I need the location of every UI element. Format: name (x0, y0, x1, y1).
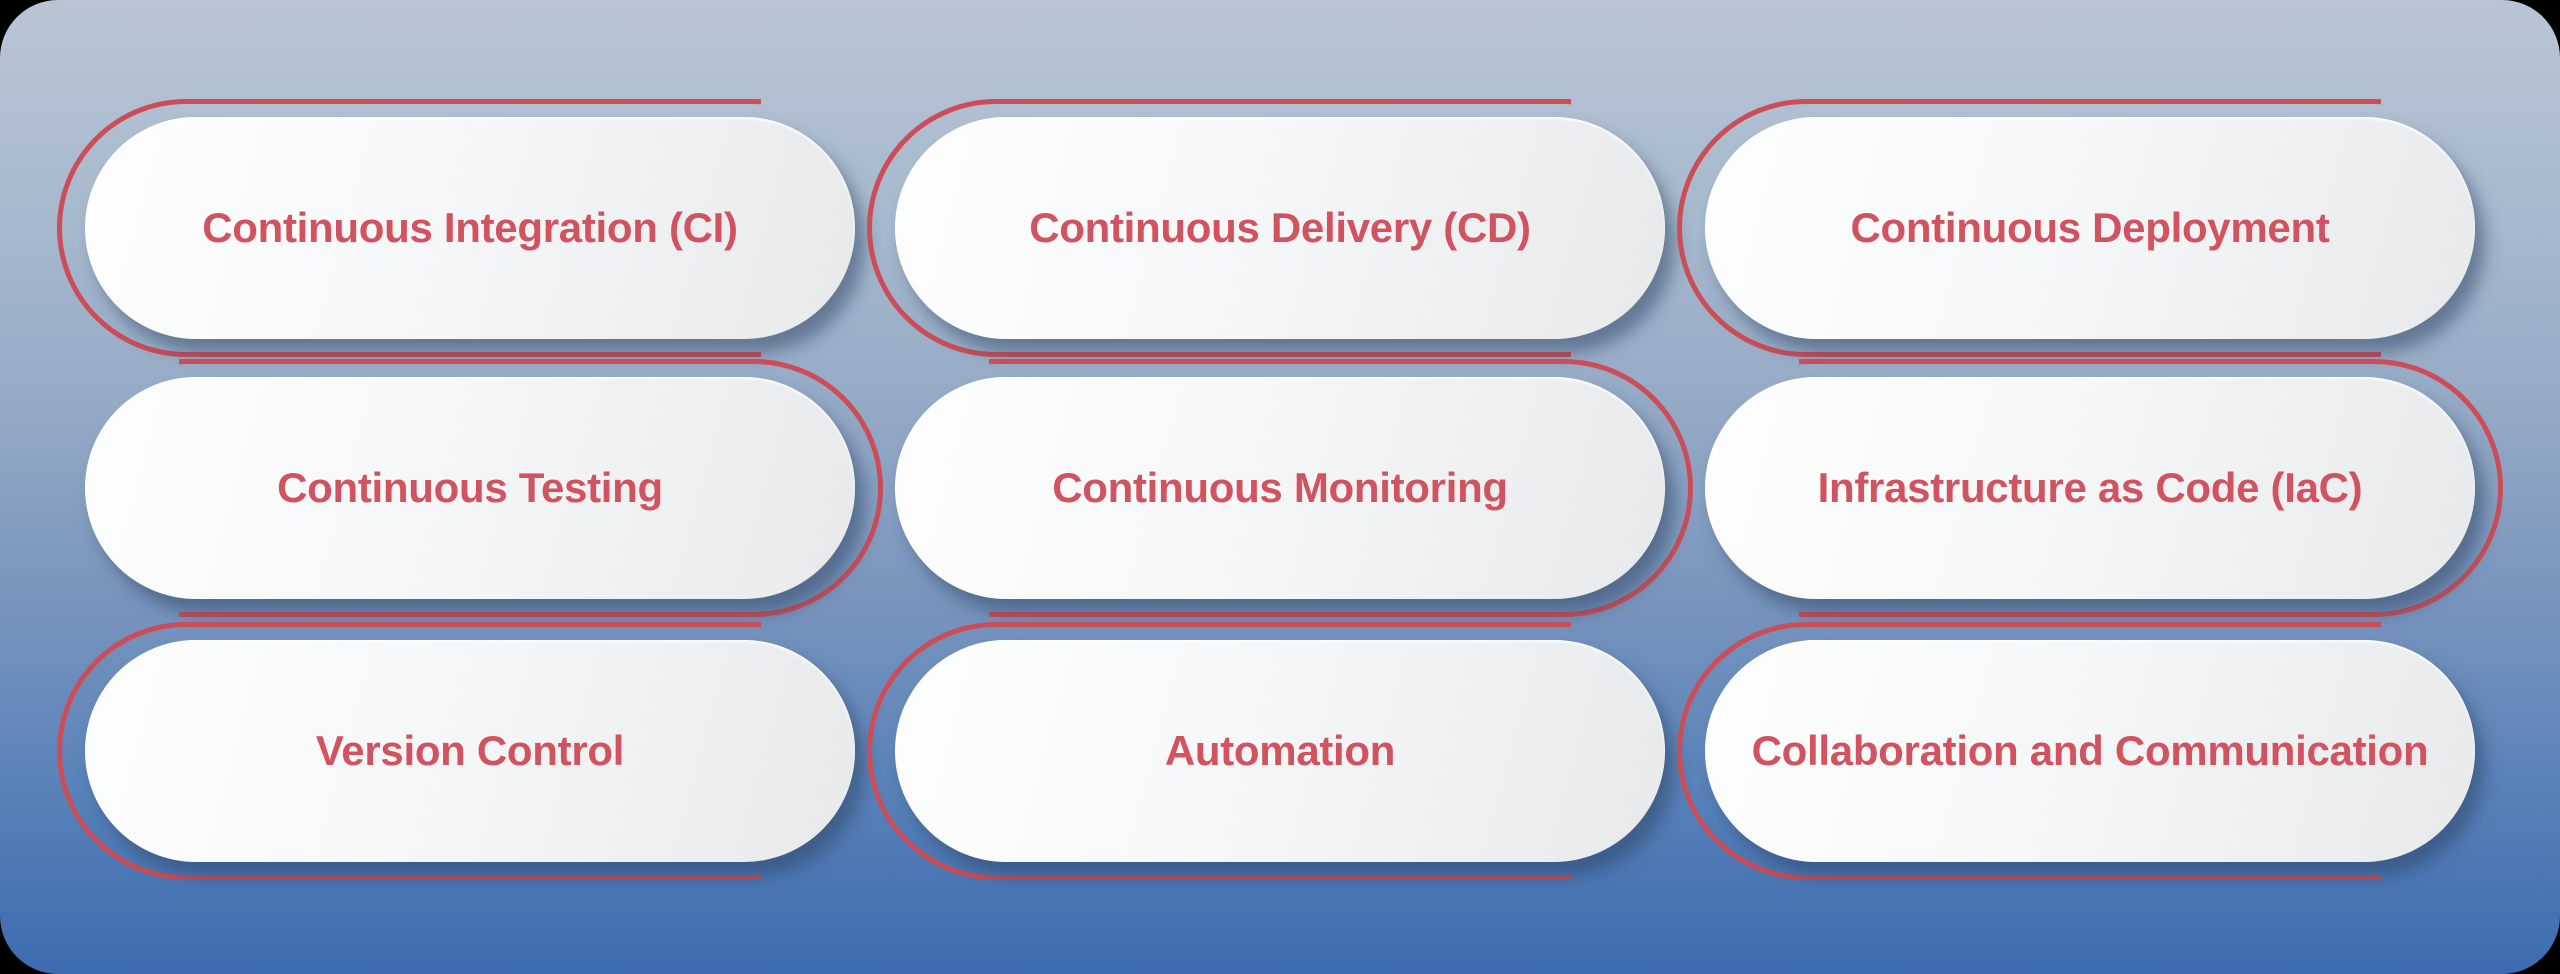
offset-ring (1799, 359, 2503, 617)
pill-body: Continuous Monitoring (895, 377, 1665, 599)
pill-body: Continuous Integration (CI) (85, 117, 855, 339)
pill-label: Version Control (315, 727, 625, 774)
offset-ring (57, 622, 761, 880)
pill-body: Version Control (85, 640, 855, 862)
pill-body: Automation (895, 640, 1665, 862)
offset-ring (1677, 622, 2381, 880)
pill-label: Continuous Testing (277, 464, 663, 511)
pill-label: Continuous Monitoring (1052, 464, 1508, 511)
pill-continuous-integration: Continuous Integration (CI) (57, 99, 855, 357)
offset-ring (57, 99, 761, 357)
offset-ring (179, 359, 883, 617)
offset-ring (989, 359, 1693, 617)
offset-ring (1677, 99, 2381, 357)
pill-continuous-deployment: Continuous Deployment (1677, 99, 2475, 357)
pill-version-control: Version Control (57, 622, 855, 880)
pill-continuous-monitoring: Continuous Monitoring (895, 359, 1693, 617)
offset-ring (867, 622, 1571, 880)
pill-label: Continuous Delivery (CD) (1029, 204, 1531, 251)
pill-label: Infrastructure as Code (IaC) (1817, 464, 2363, 511)
pill-automation: Automation (867, 622, 1665, 880)
offset-ring (867, 99, 1571, 357)
pill-label: Collaboration and Communication (1751, 727, 2429, 774)
pill-body: Collaboration and Communication (1705, 640, 2475, 862)
pill-label: Continuous Integration (CI) (202, 204, 738, 251)
pill-collaboration-communication: Collaboration and Communication (1677, 622, 2475, 880)
pill-body: Continuous Delivery (CD) (895, 117, 1665, 339)
pill-continuous-testing: Continuous Testing (85, 359, 883, 617)
pill-body: Continuous Testing (85, 377, 855, 599)
pill-body: Continuous Deployment (1705, 117, 2475, 339)
pill-continuous-delivery: Continuous Delivery (CD) (867, 99, 1665, 357)
pill-label: Continuous Deployment (1850, 204, 2330, 251)
pill-body: Infrastructure as Code (IaC) (1705, 377, 2475, 599)
pill-infrastructure-as-code: Infrastructure as Code (IaC) (1705, 359, 2503, 617)
pill-label: Automation (1164, 727, 1396, 774)
